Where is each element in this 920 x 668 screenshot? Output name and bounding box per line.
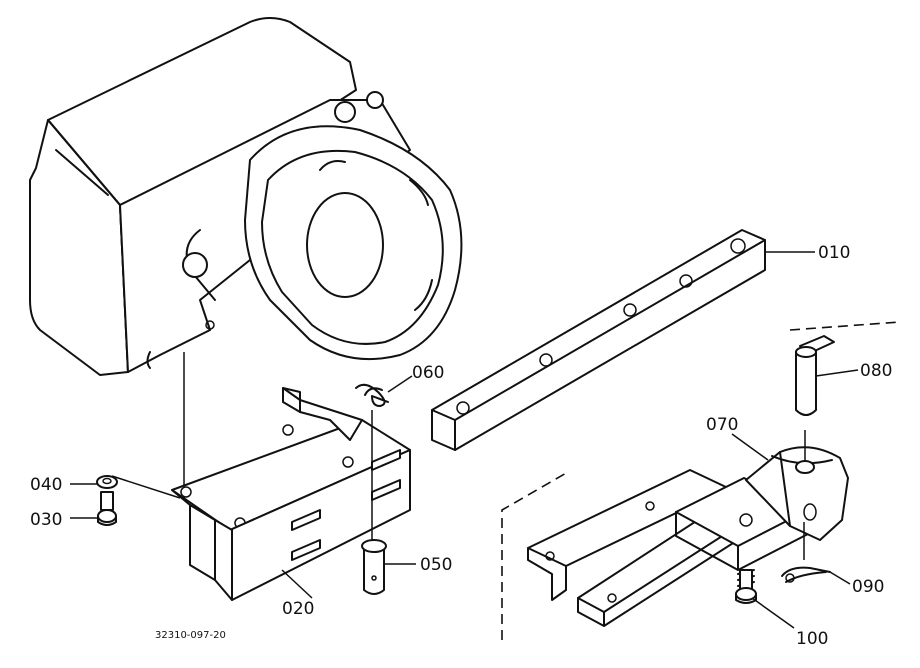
leader-100 <box>751 597 795 629</box>
leader-020 <box>281 569 313 599</box>
leader-060 <box>387 375 413 393</box>
snap-pin-090 <box>781 566 831 583</box>
callout-050: 050 <box>420 555 452 575</box>
detail-enclosure <box>501 321 901 640</box>
washer-040 <box>96 475 181 499</box>
bracket-020 <box>171 387 411 601</box>
callout-030: 030 <box>30 510 62 530</box>
callout-070: 070 <box>706 415 738 435</box>
leader-080 <box>815 369 859 377</box>
callout-060: 060 <box>412 363 444 383</box>
callout-040: 040 <box>30 475 62 495</box>
bolt-100 <box>735 569 757 604</box>
drawing-number: 32310-097-20 <box>155 630 226 641</box>
transmission-housing <box>29 17 463 376</box>
drawbar-010 <box>431 229 766 451</box>
leader-070 <box>731 433 769 461</box>
clip-060 <box>355 383 389 407</box>
callout-010: 010 <box>818 243 850 263</box>
pin-080 <box>795 335 835 416</box>
leader-090 <box>829 571 851 585</box>
callout-020: 020 <box>282 599 314 619</box>
callout-080: 080 <box>860 361 892 381</box>
pin-050 <box>361 539 387 595</box>
callout-100: 100 <box>796 629 828 649</box>
bolt-030 <box>97 491 117 526</box>
callout-090: 090 <box>852 577 884 597</box>
hitch-070 <box>527 430 849 627</box>
